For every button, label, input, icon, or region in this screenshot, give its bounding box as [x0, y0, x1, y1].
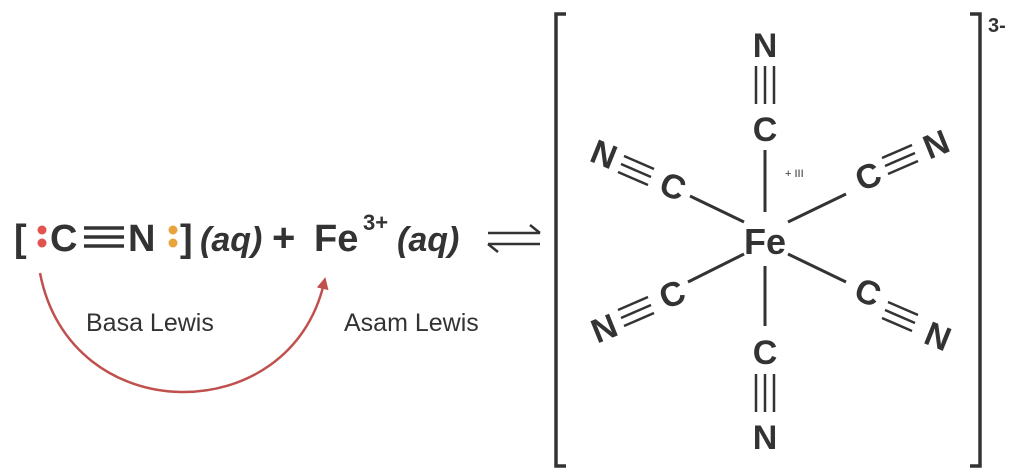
- iron-charge: 3+: [363, 210, 388, 235]
- complex-charge: 3-: [988, 15, 1006, 37]
- lewis-base-label: Basa Lewis: [86, 309, 214, 337]
- ligand-carbon: C: [50, 218, 77, 260]
- svg-text:N: N: [918, 123, 955, 167]
- ligand-bracket-open: [: [14, 218, 27, 260]
- complex-brackets: [554, 12, 982, 468]
- svg-text:C: C: [850, 155, 887, 199]
- svg-text:C: C: [654, 165, 691, 209]
- electron-donation-arrow: [38, 272, 329, 394]
- cyanide-ligand: [ C N ] (aq): [14, 218, 262, 260]
- svg-text:C: C: [753, 334, 778, 372]
- ligand-lower-left: N C: [586, 273, 691, 351]
- carbon-lone-pair: [37, 225, 47, 248]
- equilibrium-arrow: [487, 224, 541, 253]
- oxidation-state-note: + III: [785, 168, 804, 180]
- plus-sign: +: [272, 216, 295, 260]
- lewis-acid-label: Asam Lewis: [344, 309, 479, 337]
- ligand-state: (aq): [200, 221, 262, 259]
- ligand-nitrogen: N: [128, 218, 155, 260]
- svg-text:N: N: [586, 307, 623, 351]
- svg-text:N: N: [585, 133, 622, 177]
- ligand-bottom: C N: [753, 334, 778, 457]
- iron-state: (aq): [397, 221, 459, 259]
- hexacyanoferrate-complex: Fe + III N C C N N: [585, 27, 956, 457]
- iron-symbol: Fe: [314, 218, 358, 260]
- svg-text:N: N: [753, 419, 778, 457]
- ligand-triple-bond: [84, 226, 124, 248]
- svg-text:N: N: [919, 315, 956, 359]
- complex-center-fe: Fe: [744, 221, 786, 262]
- ligand-lower-right: C N: [849, 271, 956, 359]
- iron-ion: Fe 3+ (aq): [314, 210, 459, 260]
- ligand-upper-right: C N: [850, 123, 955, 199]
- ligand-upper-left: N C: [585, 133, 691, 209]
- nitrogen-lone-pair: [168, 225, 178, 248]
- svg-text:N: N: [753, 27, 778, 65]
- svg-text:C: C: [849, 271, 886, 315]
- svg-text:C: C: [654, 273, 691, 317]
- svg-text:C: C: [753, 111, 778, 149]
- fe-c-bonds: [687, 150, 847, 326]
- ligand-top: N C: [753, 27, 778, 149]
- ligand-bracket-close: ]: [180, 218, 193, 260]
